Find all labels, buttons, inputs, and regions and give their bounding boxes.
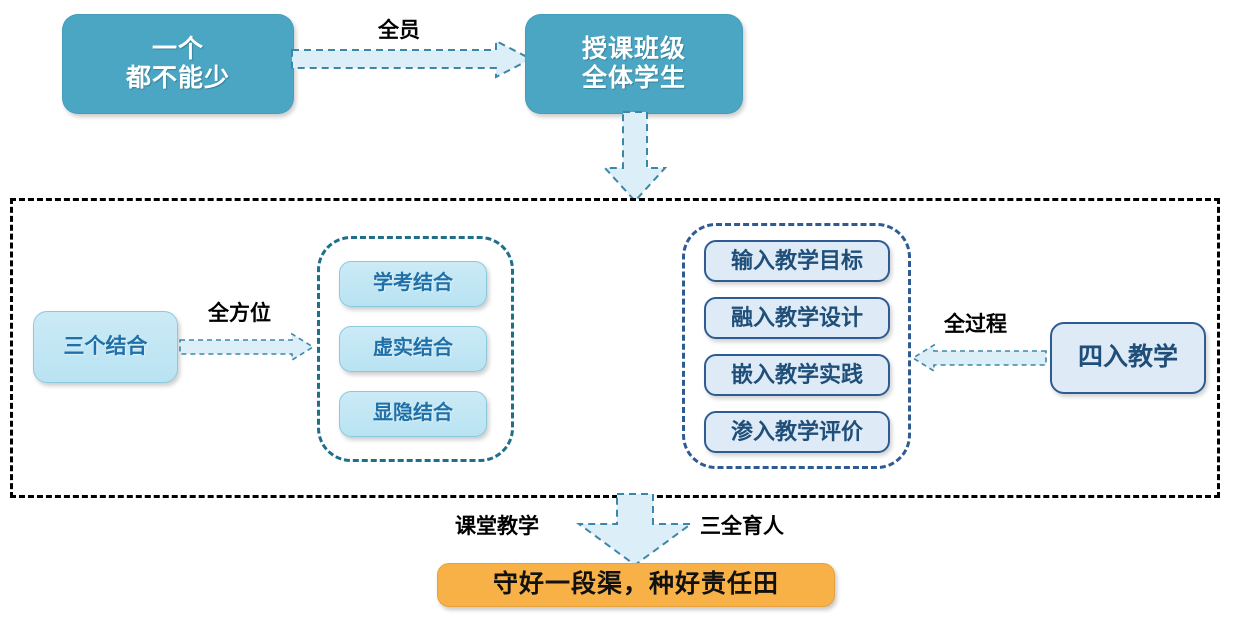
node-one-none-left-behind: 一个 都不能少 (62, 14, 294, 114)
combination-item-3: 显隐结合 (339, 391, 487, 437)
four-in-group-container (682, 223, 911, 469)
edge-label-bottom-right: 三全育人 (700, 515, 784, 538)
node-three-combinations: 三个结合 (33, 311, 178, 383)
arrow-left-horizontal (179, 332, 315, 362)
node-class-all-students: 授课班级 全体学生 (525, 14, 743, 114)
four-in-item-3: 嵌入教学实践 (704, 354, 890, 396)
combination-item-2: 虚实结合 (339, 326, 487, 372)
arrow-top-down (602, 111, 668, 203)
edge-label-bottom-left: 课堂教学 (455, 515, 539, 538)
combination-group-container (317, 236, 514, 462)
four-in-item-1: 输入教学目标 (704, 240, 890, 282)
edge-label-top: 全员 (378, 19, 420, 42)
node-four-in-teaching: 四入教学 (1050, 322, 1206, 394)
arrow-bottom-down (575, 493, 695, 567)
arrow-right-horizontal (911, 343, 1047, 373)
edge-label-left: 全方位 (208, 302, 271, 325)
framework-container (10, 198, 1220, 498)
four-in-item-2: 融入教学设计 (704, 297, 890, 339)
four-in-item-4: 渗入教学评价 (704, 411, 890, 453)
node-bottom-banner: 守好一段渠，种好责任田 (437, 563, 835, 607)
arrow-top-horizontal (291, 39, 534, 79)
edge-label-right: 全过程 (944, 313, 1007, 336)
combination-item-1: 学考结合 (339, 261, 487, 307)
